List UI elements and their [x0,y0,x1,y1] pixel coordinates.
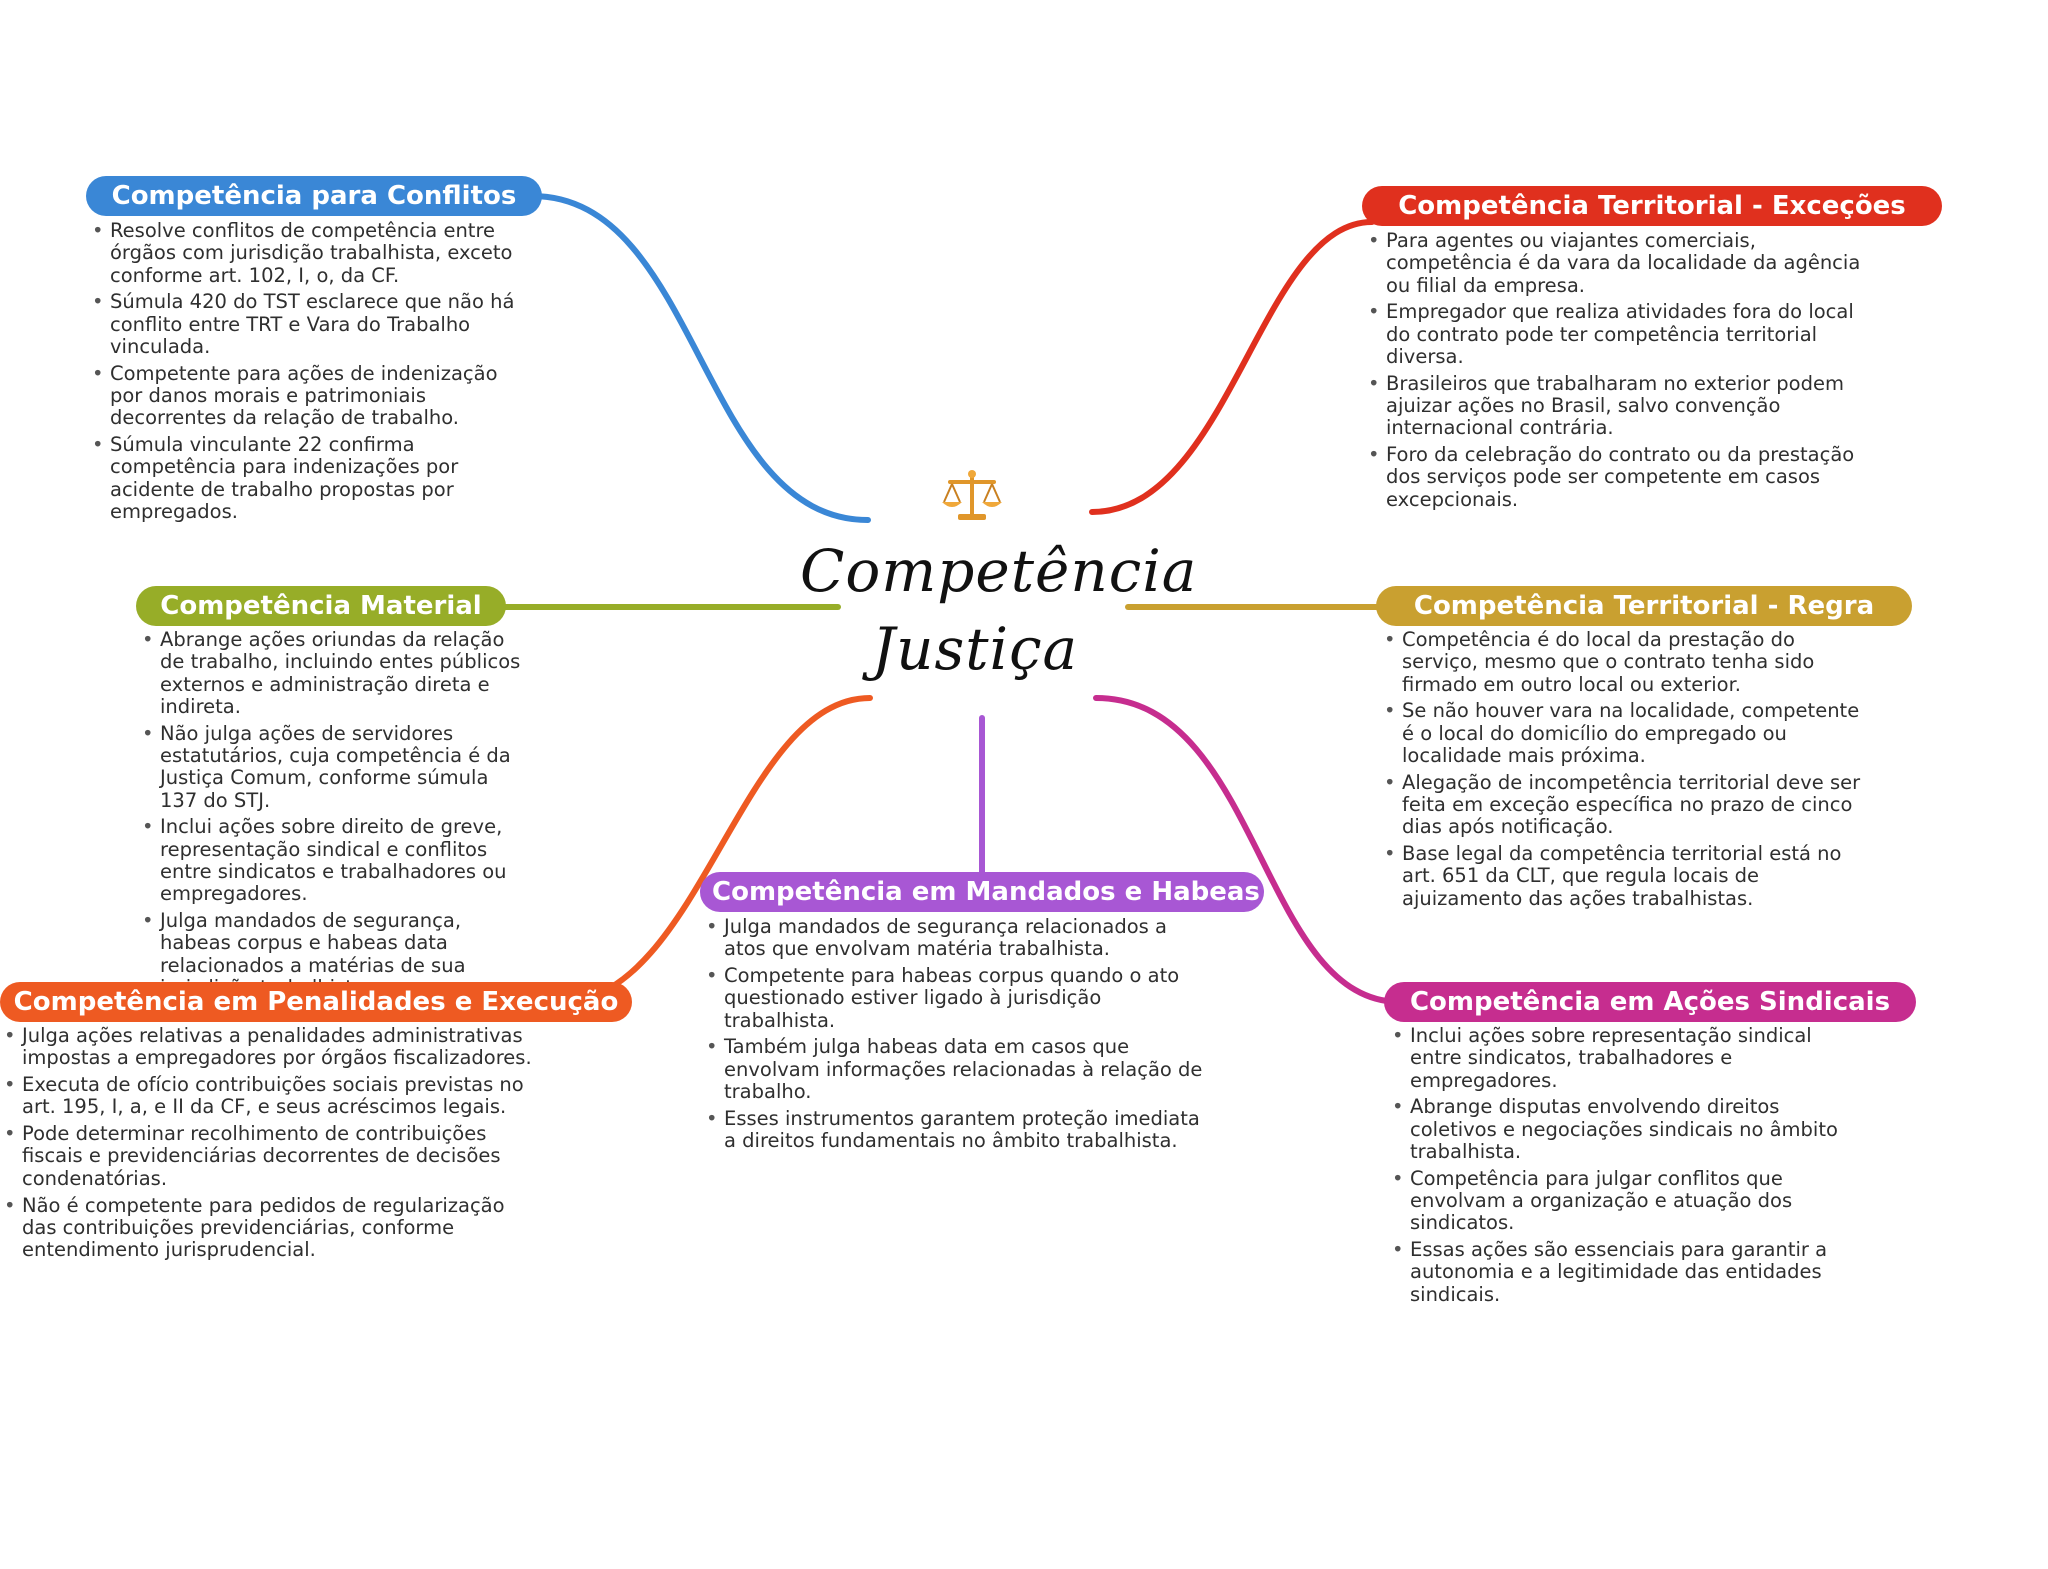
branch-notes-material: Abrange ações oriundas da relação de tra… [134,628,530,1004]
note-item: Súmula vinculante 22 confirma competênci… [92,433,530,523]
note-item: Não é competente para pedidos de regular… [4,1194,542,1262]
central-topic-line-2: Justiça [871,615,1079,683]
note-item: Competência para julgar conflitos que en… [1392,1167,1860,1235]
branch-title-sindicais: Competência em Ações Sindicais [1384,982,1916,1022]
note-item: Não julga ações de servidores estatutári… [142,722,530,812]
note-item: Resolve conflitos de competência entre ó… [92,219,530,287]
note-item: Alegação de incompetência territorial de… [1384,771,1862,839]
note-item: Base legal da competência territorial es… [1384,843,1862,910]
branch-notes-regra: Competência é do local da prestação do s… [1376,628,1862,915]
branch-title-material: Competência Material [136,586,506,626]
note-item: Competente para habeas corpus quando o a… [706,964,1204,1032]
note-item: Abrange ações oriundas da relação de tra… [142,628,530,718]
note-item: Executa de ofício contribuições sociais … [4,1074,542,1119]
connector-sindicais [1093,695,1403,1005]
branch-title-excecoes: Competência Territorial - Exceções [1362,186,1942,226]
note-item: Se não houver vara na localidade, compet… [1384,700,1862,767]
note-item: Empregador que realiza atividades fora d… [1368,301,1876,368]
connector-conflitos [529,193,871,523]
note-item: Brasileiros que trabalharam no exterior … [1368,372,1876,440]
note-item: Competente para ações de indenização por… [92,362,530,430]
note-item: Também julga habeas data em casos que en… [706,1036,1204,1103]
branch-title-regra: Competência Territorial - Regra [1376,586,1912,626]
central-topic: Competência Justiça [800,532,1198,688]
note-item: Inclui ações sobre direito de greve, rep… [142,816,530,905]
note-item: Para agentes ou viajantes comerciais, co… [1368,229,1876,297]
branch-title-penalidades: Competência em Penalidades e Execução [0,982,632,1022]
branch-notes-sindicais: Inclui ações sobre representação sindica… [1384,1024,1860,1311]
branch-notes-mandados: Julga mandados de segurança relacionados… [698,915,1204,1157]
note-item: Essas ações são essenciais para garantir… [1392,1239,1860,1306]
connector-excecoes [1089,219,1375,515]
scales-of-justice-icon [942,470,1002,520]
note-item: Julga ações relativas a penalidades admi… [4,1024,542,1070]
note-item: Julga mandados de segurança relacionados… [706,915,1204,961]
note-item: Abrange disputas envolvendo direitos col… [1392,1096,1860,1163]
branch-notes-penalidades: Julga ações relativas a penalidades admi… [0,1024,542,1266]
note-item: Esses instrumentos garantem proteção ime… [706,1107,1204,1153]
note-item: Competência é do local da prestação do s… [1384,628,1862,696]
note-item: Pode determinar recolhimento de contribu… [4,1123,542,1190]
branch-notes-conflitos: Resolve conflitos de competência entre ó… [84,219,530,528]
branch-title-mandados: Competência em Mandados e Habeas [700,872,1264,912]
note-item: Foro da celebração do contrato ou da pre… [1368,444,1876,511]
note-item: Inclui ações sobre representação sindica… [1392,1024,1860,1092]
branch-notes-excecoes: Para agentes ou viajantes comerciais, co… [1360,229,1876,516]
central-topic-line-1: Competência [800,537,1198,605]
note-item: Súmula 420 do TST esclarece que não há c… [92,291,530,358]
branch-title-conflitos: Competência para Conflitos [86,176,542,216]
